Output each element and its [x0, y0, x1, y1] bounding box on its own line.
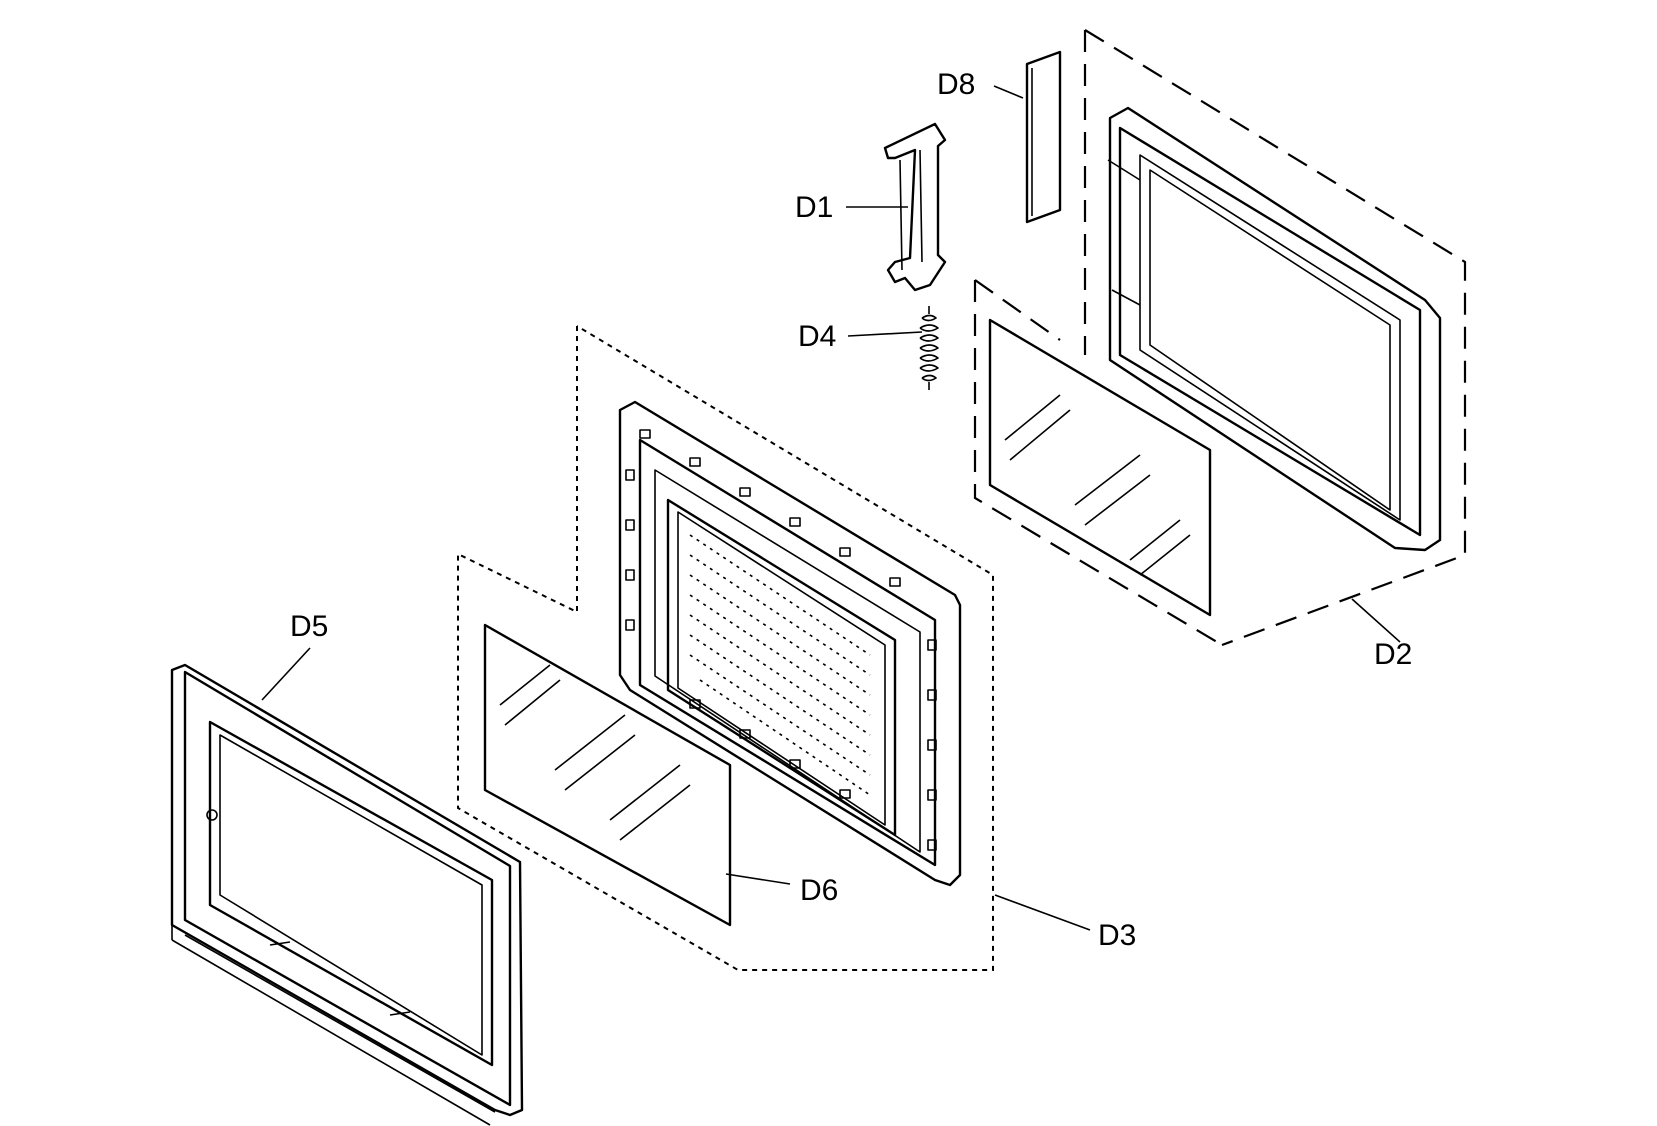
leader-lines — [261, 85, 1401, 931]
panel-tabs — [625, 429, 937, 851]
d3-assembly-boundary — [457, 325, 994, 971]
leader-d3 — [994, 894, 1091, 931]
label-d2: D2 — [1374, 638, 1412, 671]
label-d3: D3 — [1098, 919, 1136, 952]
d2-assembly-boundary — [973, 29, 1467, 647]
label-d4: D4 — [798, 320, 836, 353]
label-d8: D8 — [937, 68, 975, 101]
d2-door-frame-part — [1107, 106, 1442, 552]
label-d6: D6 — [800, 874, 838, 907]
d4-spring-part — [919, 306, 939, 390]
d8-strip-part — [1025, 50, 1062, 224]
d2-glass-panel — [988, 318, 1212, 617]
leader-d6 — [725, 873, 791, 885]
d6-glass-panel — [483, 623, 732, 927]
mesh-pattern — [689, 534, 871, 796]
label-d5: D5 — [290, 610, 328, 643]
leader-d4 — [847, 331, 923, 337]
leader-d5 — [261, 647, 311, 701]
d5-outer-frame-part — [170, 663, 524, 1126]
d1-latch-part — [883, 122, 947, 292]
label-d1: D1 — [795, 191, 833, 224]
leader-d2 — [1351, 598, 1401, 643]
leader-d8 — [993, 85, 1024, 99]
d3-inner-panel-part — [618, 400, 962, 887]
